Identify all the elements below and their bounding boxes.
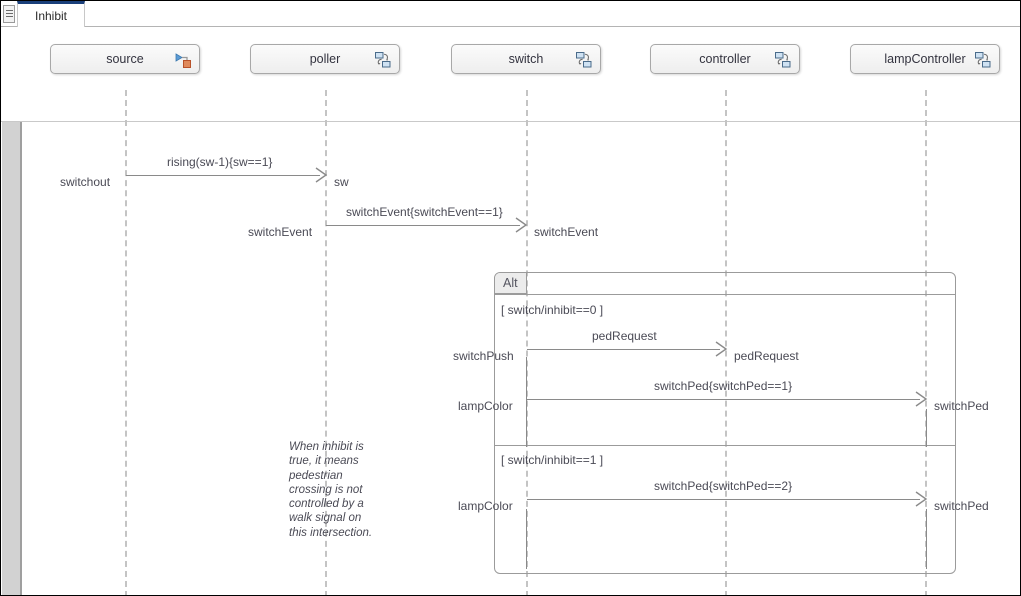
lifeline-name-switch: switch xyxy=(508,52,544,66)
state-machine-icon xyxy=(973,50,993,70)
alt-guard-0: [ switch/inhibit==0 ] xyxy=(501,303,604,317)
port-label-m4-target: switchPed xyxy=(934,399,989,413)
diagram-canvas[interactable]: source poller xyxy=(1,27,1020,595)
state-machine-icon xyxy=(773,50,793,70)
port-label-m4-source: lampColor xyxy=(458,399,513,413)
alt-operand-divider xyxy=(495,445,955,446)
alt-label-text: Alt xyxy=(503,276,518,290)
message-line-m4 xyxy=(527,399,920,400)
exec-bar-lamp-op1 xyxy=(926,509,927,569)
message-label-m5: switchPed{switchPed==2} xyxy=(654,479,793,493)
message-label-m1: rising(sw-1){sw==1} xyxy=(167,155,273,169)
hamburger-icon[interactable] xyxy=(3,5,15,23)
tab-inhibit[interactable]: Inhibit xyxy=(17,1,85,27)
lifeline-head-switch[interactable]: switch xyxy=(451,44,601,74)
tab-label: Inhibit xyxy=(34,8,68,23)
alt-guard-1: [ switch/inhibit==1 ] xyxy=(501,453,604,467)
port-label-m2-target: switchEvent xyxy=(534,225,599,239)
message-label-m3: pedRequest xyxy=(592,329,657,343)
port-label-m3-source: switchPush xyxy=(453,349,514,363)
state-machine-icon xyxy=(373,50,393,70)
exec-bar-switch-op0 xyxy=(526,357,527,447)
message-line-m1 xyxy=(126,175,320,176)
diagram-note: When inhibit is true, it means pedestria… xyxy=(289,441,373,539)
message-line-m3 xyxy=(527,349,720,350)
lifeline-head-lampcontroller[interactable]: lampController xyxy=(850,44,1000,74)
lifeline-header-band xyxy=(1,27,1020,122)
message-line-m5 xyxy=(527,499,920,500)
left-gutter xyxy=(2,122,21,595)
alt-fragment[interactable] xyxy=(494,272,956,574)
flow-source-icon xyxy=(173,50,193,70)
lifeline-head-source[interactable]: source xyxy=(50,44,200,74)
message-label-m4: switchPed{switchPed==1} xyxy=(654,379,793,393)
lifeline-name-controller: controller xyxy=(699,52,751,66)
lifeline-lampcontroller xyxy=(925,90,927,595)
lifeline-controller xyxy=(725,90,727,595)
lifeline-head-poller[interactable]: poller xyxy=(250,44,400,74)
state-machine-icon xyxy=(574,50,594,70)
lifeline-poller xyxy=(325,90,327,595)
left-gutter-separator xyxy=(21,122,22,595)
lifeline-switch xyxy=(526,90,528,595)
exec-bar-switch-op1 xyxy=(526,509,527,569)
alt-fragment-label: Alt xyxy=(495,273,527,294)
lifeline-name-source: source xyxy=(106,52,144,66)
port-label-m5-source: lampColor xyxy=(458,499,513,513)
alt-title-rule xyxy=(495,294,955,295)
port-label-m1-target: sw xyxy=(334,175,349,189)
message-line-m2 xyxy=(326,225,520,226)
lifeline-name-lampcontroller: lampController xyxy=(884,52,966,66)
lifeline-head-controller[interactable]: controller xyxy=(650,44,800,74)
message-label-m2: switchEvent{switchEvent==1} xyxy=(346,205,503,219)
exec-bar-lamp-op0 xyxy=(926,409,927,447)
lifeline-name-poller: poller xyxy=(309,52,341,66)
port-label-m3-target: pedRequest xyxy=(734,349,799,363)
port-label-m2-source: switchEvent xyxy=(248,225,313,239)
port-label-m5-target: switchPed xyxy=(934,499,989,513)
port-label-m1-source: switchout xyxy=(60,175,111,189)
tab-bar: Inhibit xyxy=(1,1,1020,27)
lifeline-source xyxy=(125,90,127,595)
